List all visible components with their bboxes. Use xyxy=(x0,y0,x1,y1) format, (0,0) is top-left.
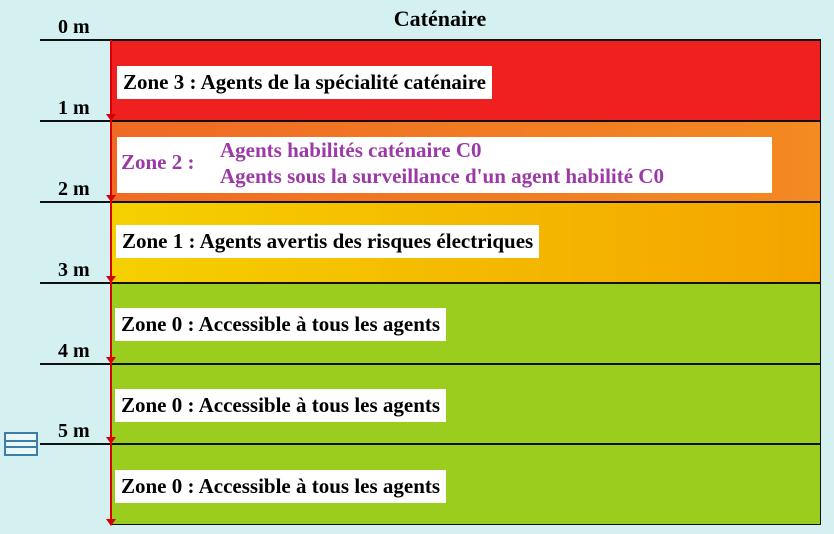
zone-2-label: Zone 2 : Agents habilités caténaire C0 A… xyxy=(117,137,772,193)
meter-label-1: 1 m xyxy=(58,97,90,119)
zone-2-prefix: Zone 2 : xyxy=(121,150,195,174)
zone-1-label: Zone 1 : Agents avertis des risques élec… xyxy=(116,225,540,258)
meter-label-0: 0 m xyxy=(58,16,90,38)
meter-line-4 xyxy=(40,363,821,365)
diagram-title: Caténaire xyxy=(393,6,487,31)
meter-line-5 xyxy=(40,443,821,445)
meter-label-3: 3 m xyxy=(58,259,90,281)
down-arrow-icon xyxy=(106,437,116,444)
meter-label-5: 5 m xyxy=(58,420,90,442)
down-arrow-icon xyxy=(106,276,116,283)
zone-0-label-middle: Zone 0 : Accessible à tous les agents xyxy=(115,389,447,422)
meter-line-2 xyxy=(40,201,821,203)
water-level-icon xyxy=(4,432,38,456)
meter-line-0 xyxy=(40,39,821,41)
meter-label-2: 2 m xyxy=(58,178,90,200)
zone-3-label: Zone 3 : Agents de la spécialité caténai… xyxy=(117,66,492,99)
meter-line-1 xyxy=(40,120,821,122)
zone-2-line-1: Agents habilités caténaire C0 xyxy=(220,138,482,162)
zone-0-label-lower: Zone 0 : Accessible à tous les agents xyxy=(115,470,447,503)
zone-0-label-upper: Zone 0 : Accessible à tous les agents xyxy=(115,308,447,341)
zone-2-line-2: Agents sous la surveillance d'un agent h… xyxy=(220,164,664,188)
down-arrow-icon xyxy=(106,519,116,526)
down-arrow-icon xyxy=(106,195,116,202)
down-arrow-icon xyxy=(106,114,116,121)
down-arrow-icon xyxy=(106,357,116,364)
meter-label-4: 4 m xyxy=(58,340,90,362)
meter-line-3 xyxy=(40,282,821,284)
